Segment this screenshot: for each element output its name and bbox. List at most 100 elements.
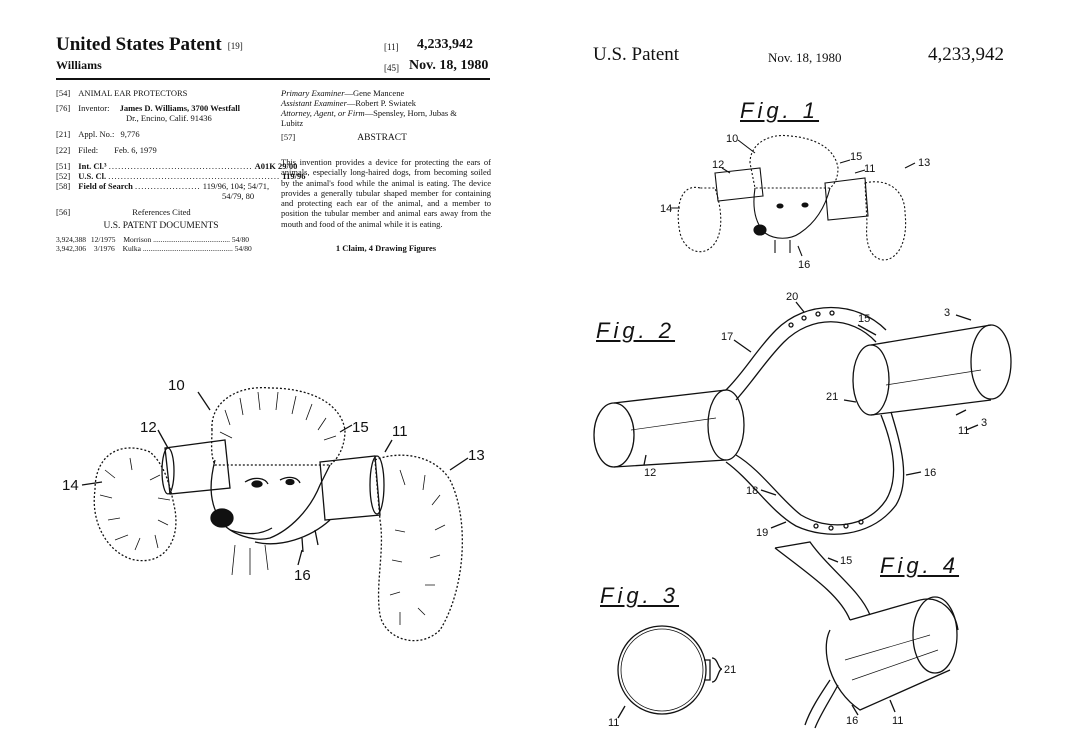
bib-code: [58] xyxy=(56,181,71,191)
fig-ref-label: 13 xyxy=(468,447,485,464)
ref-name: Morrison xyxy=(123,235,152,244)
patent-title: United States Patent [19] xyxy=(56,34,243,56)
ref-name: Kulka xyxy=(122,244,141,253)
date-code: [45] xyxy=(384,63,399,73)
fig2-ref: 18 xyxy=(746,485,758,497)
ref-number: 3,942,306 xyxy=(56,244,86,253)
ref-date: 12/1975 xyxy=(90,235,116,244)
bib-label: U.S. Cl. xyxy=(78,171,107,181)
right-header-us-patent: U.S. Patent xyxy=(593,44,680,65)
fig3-ref: 21 xyxy=(724,664,736,676)
fig1-ref: 16 xyxy=(798,259,810,271)
attorney-cont: Lubitz xyxy=(281,118,304,128)
bib-title-row: [54] ANIMAL EAR PROTECTORS xyxy=(56,88,266,98)
bib-label: Appl. No.: xyxy=(78,129,115,139)
fig-ref-label: 16 xyxy=(294,567,311,584)
references-list: 3,924,388 12/1975 Morrison .............… xyxy=(56,235,266,253)
primary-examiner: —Gene Mancene xyxy=(344,88,405,98)
abstract-code: [57] xyxy=(281,132,296,142)
bib-inventor-row: [76] Inventor: James D. Williams, 3700 W… xyxy=(56,103,266,113)
fig2-ref: 11 xyxy=(958,425,969,437)
inventor-name: James D. Williams, 3700 Westfall xyxy=(119,103,241,113)
fig4-drawing: 15 16 11 xyxy=(774,541,959,729)
us-cl-value: 119/96 xyxy=(282,171,306,181)
filed-date: Feb. 6, 1979 xyxy=(114,145,157,155)
fig1-ref: 12 xyxy=(712,159,724,171)
bib-code: [56] xyxy=(56,207,71,217)
field-of-search-cont: 54/79, 80 xyxy=(222,191,255,201)
bib-code: [21] xyxy=(56,129,71,139)
assistant-examiner: —Robert P. Swiatek xyxy=(346,98,417,108)
inventor-address: Dr., Encino, Calif. 91436 xyxy=(126,113,212,123)
fig3-label: Fig. 3 xyxy=(600,583,680,608)
claims-line: 1 Claim, 4 Drawing Figures xyxy=(335,243,437,253)
fig2-ref: 17 xyxy=(721,331,733,343)
fig2-drawing: 20 17 15 3 21 11 3 16 12 18 19 xyxy=(593,291,1012,539)
abstract-text: This invention provides a device for pro… xyxy=(281,157,491,229)
fig1-ref: 14 xyxy=(660,203,672,215)
attorney-label: Attorney, Agent, or Firm xyxy=(281,108,365,118)
int-cl-value: A01K 29/00 xyxy=(254,161,298,171)
ref-class: 54/80 xyxy=(234,244,252,253)
fig2-ref: 3 xyxy=(944,307,950,319)
fig-ref-label: 12 xyxy=(140,419,157,436)
examiners-block: Primary Examiner—Gene Mancene Assistant … xyxy=(281,88,496,143)
fig4-ref: 11 xyxy=(892,715,903,727)
fig2-ref: 3 xyxy=(981,417,987,429)
primary-examiner-label: Primary Examiner xyxy=(281,88,345,98)
bib-filed-row: [22] Filed: Feb. 6, 1979 xyxy=(56,145,266,155)
fig2-ref: 19 xyxy=(756,527,768,539)
fig2-ref: 15 xyxy=(858,313,870,325)
fig-ref-label: 15 xyxy=(352,419,369,436)
abstract-heading: ABSTRACT xyxy=(357,133,407,143)
fig2-label: Fig. 2 xyxy=(596,318,676,343)
fig4-ref: 16 xyxy=(846,715,858,727)
fig-ref-label: 11 xyxy=(392,423,408,440)
us-patent-documents-heading: U.S. PATENT DOCUMENTS xyxy=(103,221,219,231)
bib-code: [52] xyxy=(56,171,71,181)
patent-title-text: United States Patent xyxy=(56,34,222,55)
invention-title: ANIMAL EAR PROTECTORS xyxy=(78,88,188,98)
bib-label: Inventor: xyxy=(78,103,110,113)
bib-references-row: [56] References Cited xyxy=(56,207,266,217)
attorney: —Spensley, Horn, Jubas & xyxy=(364,108,457,118)
title-code: [19] xyxy=(227,40,243,51)
bibliographic-block: [54] ANIMAL EAR PROTECTORS [76] Inventor… xyxy=(56,88,305,253)
bib-code: [54] xyxy=(56,88,71,98)
reference-row: 3,942,306 3/1976 Kulka .................… xyxy=(56,244,252,253)
fig3-ref: 11 xyxy=(608,717,619,728)
fig1-ref: 10 xyxy=(726,133,738,145)
fig2-ref: 12 xyxy=(644,467,656,479)
fig-ref-label: 14 xyxy=(62,477,79,494)
fig1-ref: 13 xyxy=(918,157,930,169)
patent-number-code: [11] xyxy=(384,42,399,52)
fig4-ref: 15 xyxy=(840,555,852,567)
field-of-search: 119/96, 104; 54/71, xyxy=(202,181,270,191)
fig-ref-label: 10 xyxy=(168,377,185,394)
right-header-date: Nov. 18, 1980 xyxy=(768,50,842,65)
bib-intcl-row: [51] Int. Cl.³ .........................… xyxy=(56,161,298,171)
assistant-examiner-label: Assistant Examiner xyxy=(281,98,347,108)
ref-class: 54/80 xyxy=(231,235,249,244)
bib-appl-row: [21] Appl. No.: 9,776 xyxy=(56,129,266,139)
bib-label: Filed: xyxy=(78,145,99,155)
fig1-ref: 15 xyxy=(850,151,862,163)
fig1-drawing: 10 12 15 11 13 14 16 xyxy=(660,133,930,271)
poodle-drawing-front: 10 12 15 11 13 14 16 xyxy=(62,377,485,642)
fig2-ref: 21 xyxy=(826,391,838,403)
header-rule xyxy=(56,78,490,80)
bib-code: [22] xyxy=(56,145,71,155)
right-header-number: 4,233,942 xyxy=(928,44,1004,65)
references-heading: References Cited xyxy=(132,207,191,217)
ref-date: 3/1976 xyxy=(93,244,115,253)
bib-label: Int. Cl.³ xyxy=(78,161,107,171)
fig3-drawing: 21 11 xyxy=(608,625,736,728)
fig2-ref: 20 xyxy=(786,291,798,303)
inventor-surname: Williams xyxy=(56,58,102,72)
fig1-ref: 11 xyxy=(864,163,875,175)
bib-code: [76] xyxy=(56,103,71,113)
reference-row: 3,924,388 12/1975 Morrison .............… xyxy=(56,235,249,244)
bib-search-row: [58] Field of Search ...................… xyxy=(56,181,270,191)
fig1-label: Fig. 1 xyxy=(740,98,820,123)
appl-number: 9,776 xyxy=(120,129,140,139)
